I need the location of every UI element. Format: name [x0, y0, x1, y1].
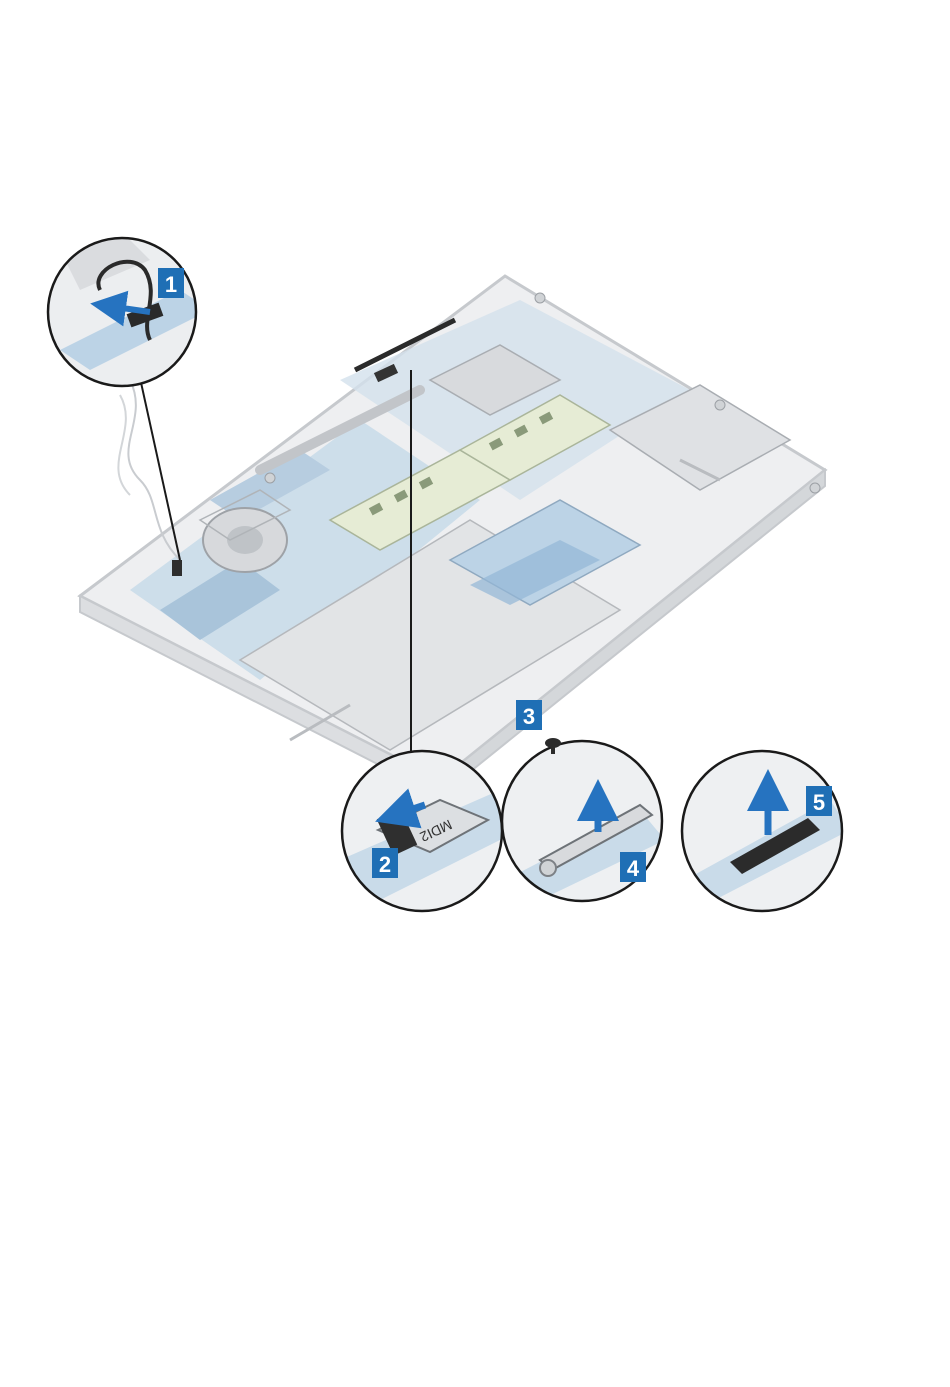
- step-number-1: 1: [165, 272, 177, 297]
- callout-step-1: [40, 230, 210, 400]
- step-number-5: 5: [813, 790, 825, 815]
- laptop-base: [80, 276, 825, 796]
- step-number-2: 2: [379, 852, 391, 877]
- step-badge-3: 3: [516, 700, 542, 730]
- step-badge-2: 2: [372, 848, 398, 878]
- callout-step-5: [680, 750, 850, 920]
- step-badge-1: 1: [158, 268, 184, 298]
- step-badge-5: 5: [806, 786, 832, 816]
- callout-step-2: MDI2: [330, 740, 520, 930]
- step-badge-4: 4: [620, 852, 646, 882]
- callout-step-3-4: [500, 738, 670, 910]
- step-number-4: 4: [627, 856, 640, 881]
- step-number-3: 3: [523, 704, 535, 729]
